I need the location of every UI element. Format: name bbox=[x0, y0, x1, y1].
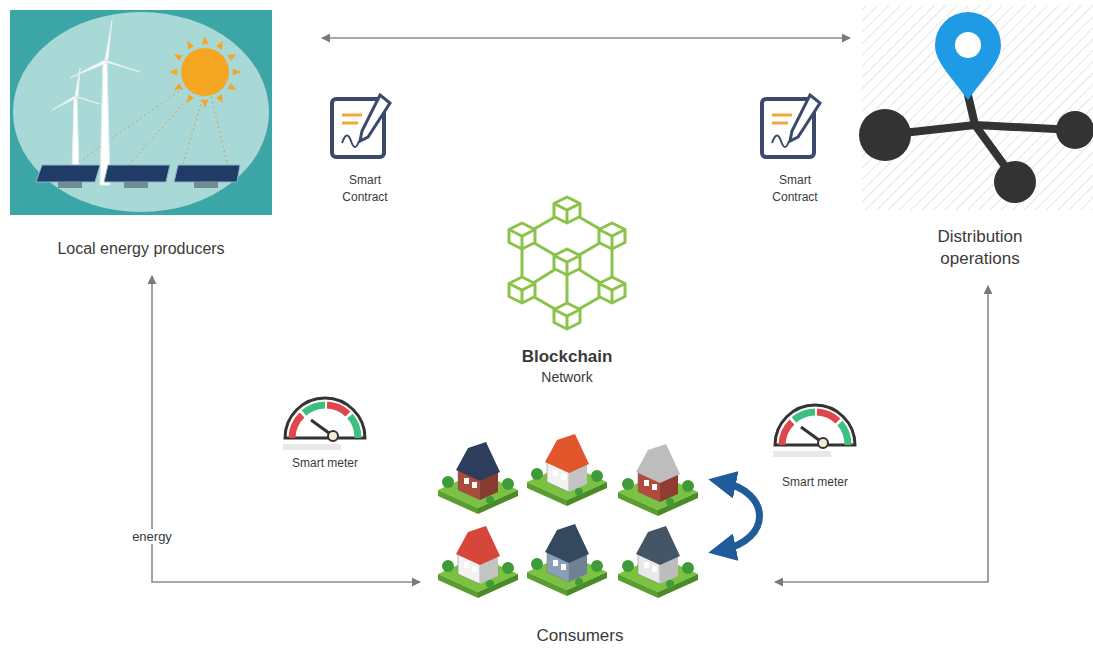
node-title: Blockchain bbox=[522, 346, 613, 368]
smart-contract-label: Smart Contract bbox=[334, 172, 396, 206]
smart-meter-icon bbox=[283, 398, 365, 450]
diagram-node: BlockchainNetwork bbox=[467, 200, 667, 392]
exchange-arrow bbox=[722, 482, 760, 550]
smart-contract-label: Smart Contract bbox=[764, 172, 826, 206]
flow-arrow bbox=[775, 286, 988, 582]
node-title: Local energy producers bbox=[57, 239, 224, 260]
diagram-node: Distribution operations bbox=[872, 10, 1088, 276]
distribution-icon bbox=[859, 5, 1093, 210]
renewables-illustration bbox=[10, 10, 272, 215]
smart-meter-icon bbox=[773, 405, 855, 457]
blockchain-icon bbox=[509, 197, 625, 329]
node-subtitle: Network bbox=[541, 368, 592, 386]
node-title: Distribution operations bbox=[905, 226, 1055, 270]
smart-contract-icon bbox=[762, 95, 820, 157]
houses-illustration bbox=[438, 434, 698, 598]
smart-meter-label: Smart meter bbox=[265, 455, 385, 472]
diagram-node: Local energy producers bbox=[10, 10, 272, 266]
diagram-node: Consumers bbox=[435, 450, 725, 653]
smart-meter-label: Smart meter bbox=[755, 474, 875, 491]
node-title: Consumers bbox=[537, 625, 624, 647]
edge-label: energy bbox=[129, 529, 175, 544]
flow-arrow bbox=[152, 276, 420, 582]
flow-arrow bbox=[322, 37, 850, 39]
smart-contract-icon bbox=[332, 95, 390, 157]
